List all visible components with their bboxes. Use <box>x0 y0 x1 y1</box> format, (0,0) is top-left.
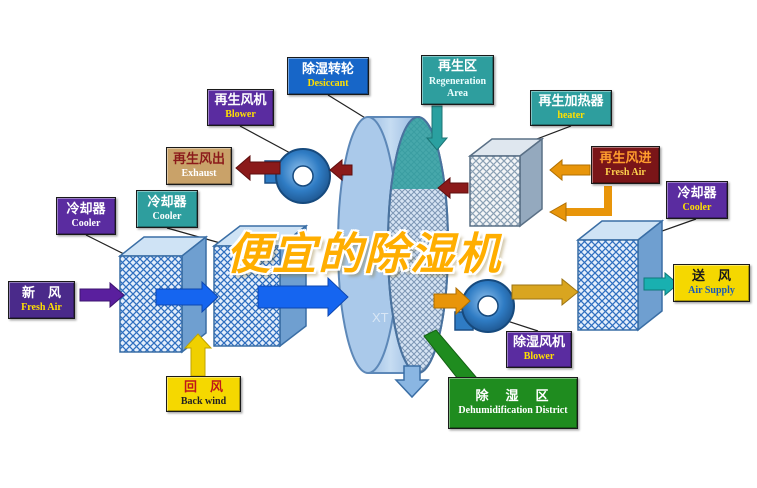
label-regeneration-area-en: Regeneration Area <box>428 75 487 100</box>
label-air-supply-en: Air Supply <box>688 284 735 296</box>
regen-blower-hub <box>292 165 314 187</box>
label-dehumid-blower-en: Blower <box>523 351 555 363</box>
arrow-wheel-to-dehumid-blower <box>433 286 471 316</box>
label-regen-blower-en: Blower <box>225 109 256 121</box>
label-cooler-right-zh: 冷却器 <box>677 185 717 201</box>
label-regen-heater-en: heater <box>557 109 585 121</box>
label-dehumid-blower: 除湿风机 Blower <box>506 331 572 368</box>
regen-heater-unit <box>467 137 545 228</box>
arrow-cooler2-to-wheel <box>257 276 349 318</box>
label-exhaust: 再生风出 Exhaust <box>166 147 232 185</box>
arrow-back-wind <box>183 333 213 377</box>
label-regen-heater-zh: 再生加热器 <box>538 93 604 109</box>
label-regen-blower: 再生风机 Blower <box>207 89 274 126</box>
cooler-right-front <box>577 239 639 331</box>
label-exhaust-en: Exhaust <box>181 167 217 179</box>
arrow-regen-fresh-lower-head <box>548 202 567 222</box>
label-air-supply: 送 风 Air Supply <box>673 264 750 302</box>
airflow-arrows <box>79 105 679 385</box>
desiccant-wheel <box>337 116 449 399</box>
label-regeneration-area-zh: 再生区 <box>437 59 477 75</box>
regen-blower-fan <box>264 148 331 204</box>
page-title: 便宜的除湿机 <box>226 229 502 280</box>
wheel-rotation-arrow <box>394 365 430 399</box>
cooler-left-inner-unit <box>211 224 309 348</box>
cooler-right-unit <box>575 219 665 332</box>
label-fresh-air-in-en: Fresh Air <box>21 301 62 313</box>
heater-front <box>469 155 521 227</box>
watermark: XT <box>372 310 389 325</box>
label-dehumid-district-en: Dehumidification District <box>458 404 568 416</box>
arrow-regen-area-pointer <box>425 105 449 151</box>
arrow-blower-to-exhaust <box>235 154 281 182</box>
label-regen-fresh-air-zh: 再生风进 <box>599 150 652 166</box>
label-regeneration-area: 再生区 Regeneration Area <box>421 55 494 105</box>
label-back-wind-zh: 回 风 <box>183 379 223 395</box>
dehumid-blower-hub <box>477 295 499 317</box>
arrow-air-supply <box>643 271 679 297</box>
arrow-cooler1-to-cooler2 <box>155 280 219 314</box>
label-air-supply-zh: 送 风 <box>691 268 731 284</box>
arrow-heater-to-wheel <box>437 176 469 200</box>
label-dehumid-district-zh: 除 湿 区 <box>475 388 551 404</box>
cooler-right-side <box>637 219 663 332</box>
label-back-wind: 回 风 Back wind <box>166 376 241 412</box>
arrow-wheel-to-regen-blower <box>329 158 353 182</box>
label-cooler-right: 冷却器 Cooler <box>666 181 728 219</box>
label-cooler-left-outer-en: Cooler <box>71 217 101 229</box>
label-dehumid-district: 除 湿 区 Dehumidification District <box>448 377 578 429</box>
label-cooler-left-inner-en: Cooler <box>152 210 182 222</box>
label-cooler-left-outer: 冷却器 Cooler <box>56 197 116 235</box>
arrow-regen-fresh-lower-path <box>566 186 612 216</box>
label-regen-blower-zh: 再生风机 <box>214 93 267 109</box>
label-cooler-left-inner-zh: 冷却器 <box>147 194 187 210</box>
label-desiccant-zh: 除湿转轮 <box>301 61 354 77</box>
arrow-fresh-air-in <box>79 281 125 309</box>
connector-regen-blower <box>239 125 293 155</box>
label-dehumid-blower-zh: 除湿风机 <box>512 335 565 351</box>
label-fresh-air-in-zh: 新 风 <box>21 285 61 301</box>
arrow-blower-to-cooler-right <box>511 277 579 307</box>
label-cooler-right-en: Cooler <box>682 201 712 213</box>
arrow-regen-fresh-to-heater <box>549 158 591 182</box>
label-regen-heater: 再生加热器 heater <box>530 90 612 126</box>
label-exhaust-zh: 再生风出 <box>172 151 225 167</box>
label-desiccant: 除湿转轮 Desiccant <box>287 57 369 95</box>
label-regen-fresh-air-en: Fresh Air <box>605 166 646 178</box>
label-fresh-air-in: 新 风 Fresh Air <box>8 281 75 319</box>
label-desiccant-en: Desiccant <box>307 77 349 89</box>
label-regen-fresh-air: 再生风进 Fresh Air <box>591 146 660 184</box>
label-cooler-left-inner: 冷却器 Cooler <box>136 190 198 228</box>
label-back-wind-en: Back wind <box>180 395 227 407</box>
label-cooler-left-outer-zh: 冷却器 <box>66 201 106 217</box>
